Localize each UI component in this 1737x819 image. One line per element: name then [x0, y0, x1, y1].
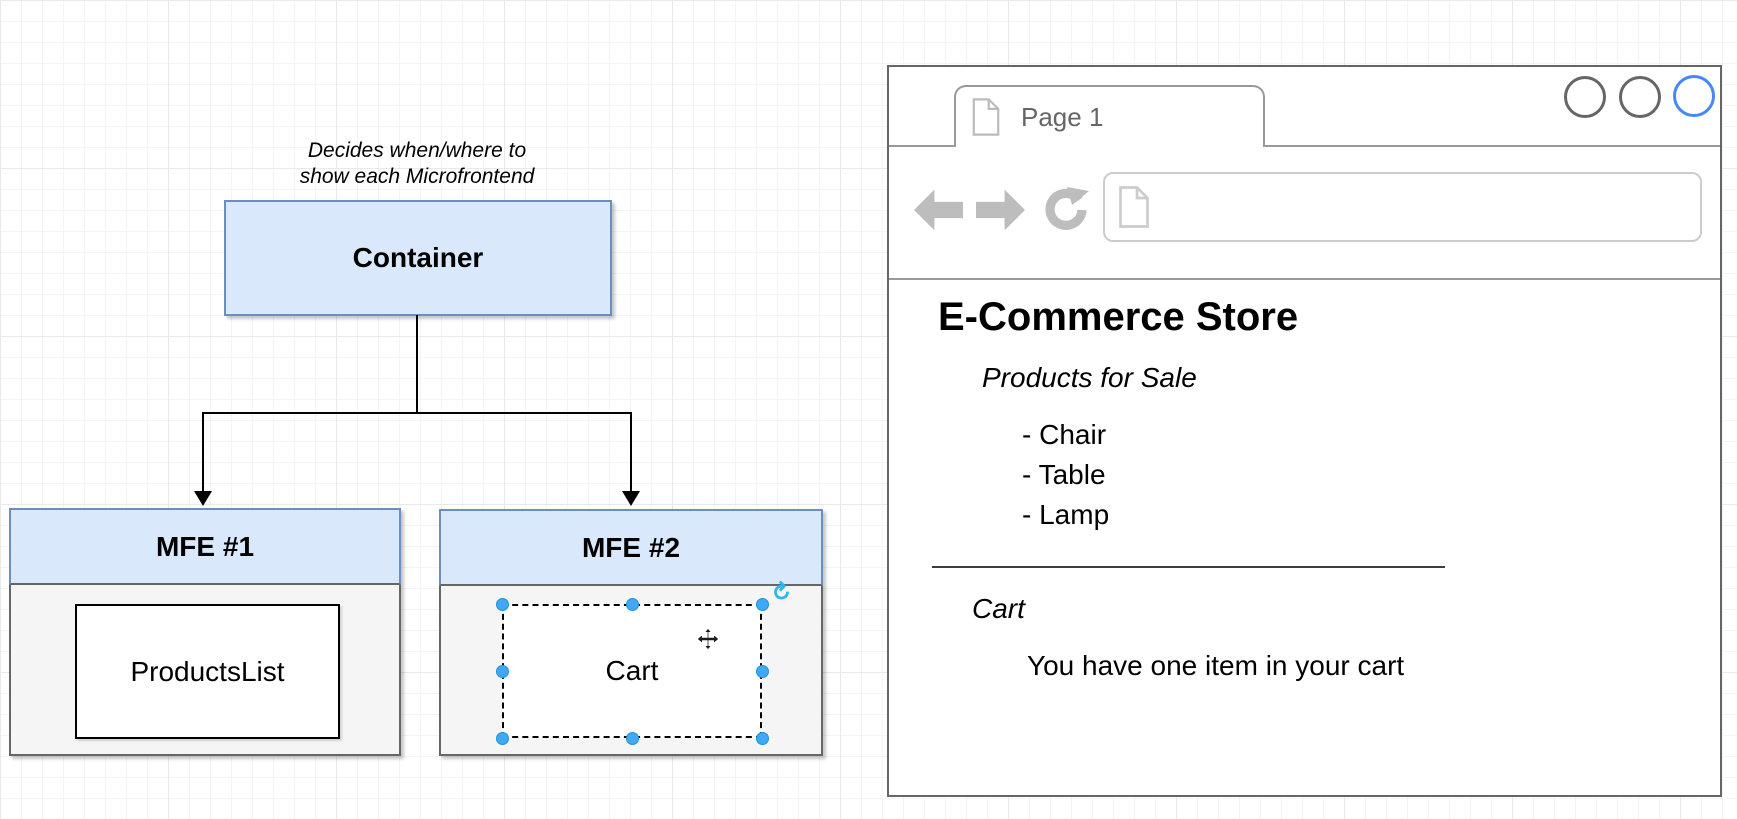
- url-bar[interactable]: [1103, 172, 1702, 242]
- productslist-label: ProductsList: [130, 655, 285, 687]
- arrowhead-mfe2: [622, 491, 640, 506]
- selection-handle-n[interactable]: [626, 598, 639, 611]
- selection-handle-nw[interactable]: [496, 598, 509, 611]
- selection-handle-w[interactable]: [496, 665, 509, 678]
- product-list: - Chair - Table - Lamp: [1022, 415, 1109, 535]
- url-page-icon: [1119, 186, 1149, 228]
- selection-handle-se[interactable]: [756, 732, 769, 745]
- move-cursor-icon: [697, 628, 719, 650]
- cart-node-selected[interactable]: Cart: [502, 604, 762, 738]
- product-item-lamp: - Lamp: [1022, 499, 1110, 530]
- annotation-line-2: show each Microfrontend: [299, 165, 535, 188]
- selection-handle-s[interactable]: [626, 732, 639, 745]
- container-label: Container: [352, 242, 484, 273]
- mfe2-node[interactable]: MFE #2 Cart ↻: [439, 509, 823, 756]
- annotation-line-1: Decides when/where to: [307, 139, 527, 162]
- refresh-icon[interactable]: [1042, 185, 1090, 235]
- page-icon: [972, 98, 1000, 136]
- selection-handle-ne[interactable]: [756, 598, 769, 611]
- tab-label: Page 1: [1021, 101, 1104, 132]
- mfe1-title: MFE #1: [155, 530, 255, 562]
- selection-handle-sw[interactable]: [496, 732, 509, 745]
- connector-to-mfe2[interactable]: [630, 412, 632, 493]
- cart-section-title: Cart: [972, 593, 1025, 624]
- forward-arrow-icon[interactable]: [976, 187, 1025, 233]
- arrowhead-mfe1: [194, 491, 212, 506]
- mfe2-header[interactable]: MFE #2: [439, 509, 823, 586]
- content-divider: [932, 566, 1445, 568]
- product-item-chair: - Chair: [1022, 419, 1107, 450]
- browser-window[interactable]: Page 1 E-Commerce Store Products for Sal…: [887, 65, 1722, 797]
- connector-to-mfe1[interactable]: [202, 412, 204, 493]
- connector-trunk[interactable]: [416, 315, 418, 413]
- cart-label: Cart: [605, 655, 659, 686]
- tabbar-divider: [889, 145, 1720, 147]
- annotation-text[interactable]: Decides when/where to show each Microfro…: [217, 138, 617, 190]
- mfe2-title: MFE #2: [581, 531, 681, 563]
- window-control-circle-active[interactable]: [1673, 75, 1715, 117]
- window-control-circle-2[interactable]: [1619, 76, 1661, 118]
- container-node[interactable]: Container: [224, 200, 612, 316]
- products-section-title: Products for Sale: [982, 362, 1197, 393]
- mfe1-node[interactable]: MFE #1 ProductsList: [9, 508, 401, 756]
- browser-tab[interactable]: Page 1: [954, 85, 1265, 147]
- mfe1-header[interactable]: MFE #1: [9, 508, 401, 585]
- toolbar-divider: [889, 278, 1720, 280]
- page-heading: E-Commerce Store: [938, 295, 1299, 339]
- connector-branch[interactable]: [202, 412, 632, 414]
- cart-message: You have one item in your cart: [1027, 650, 1405, 681]
- productslist-node[interactable]: ProductsList: [75, 604, 340, 739]
- back-arrow-icon[interactable]: [914, 187, 963, 233]
- window-control-circle-1[interactable]: [1564, 76, 1606, 118]
- product-item-table: - Table: [1022, 459, 1106, 490]
- selection-handle-e[interactable]: [756, 665, 769, 678]
